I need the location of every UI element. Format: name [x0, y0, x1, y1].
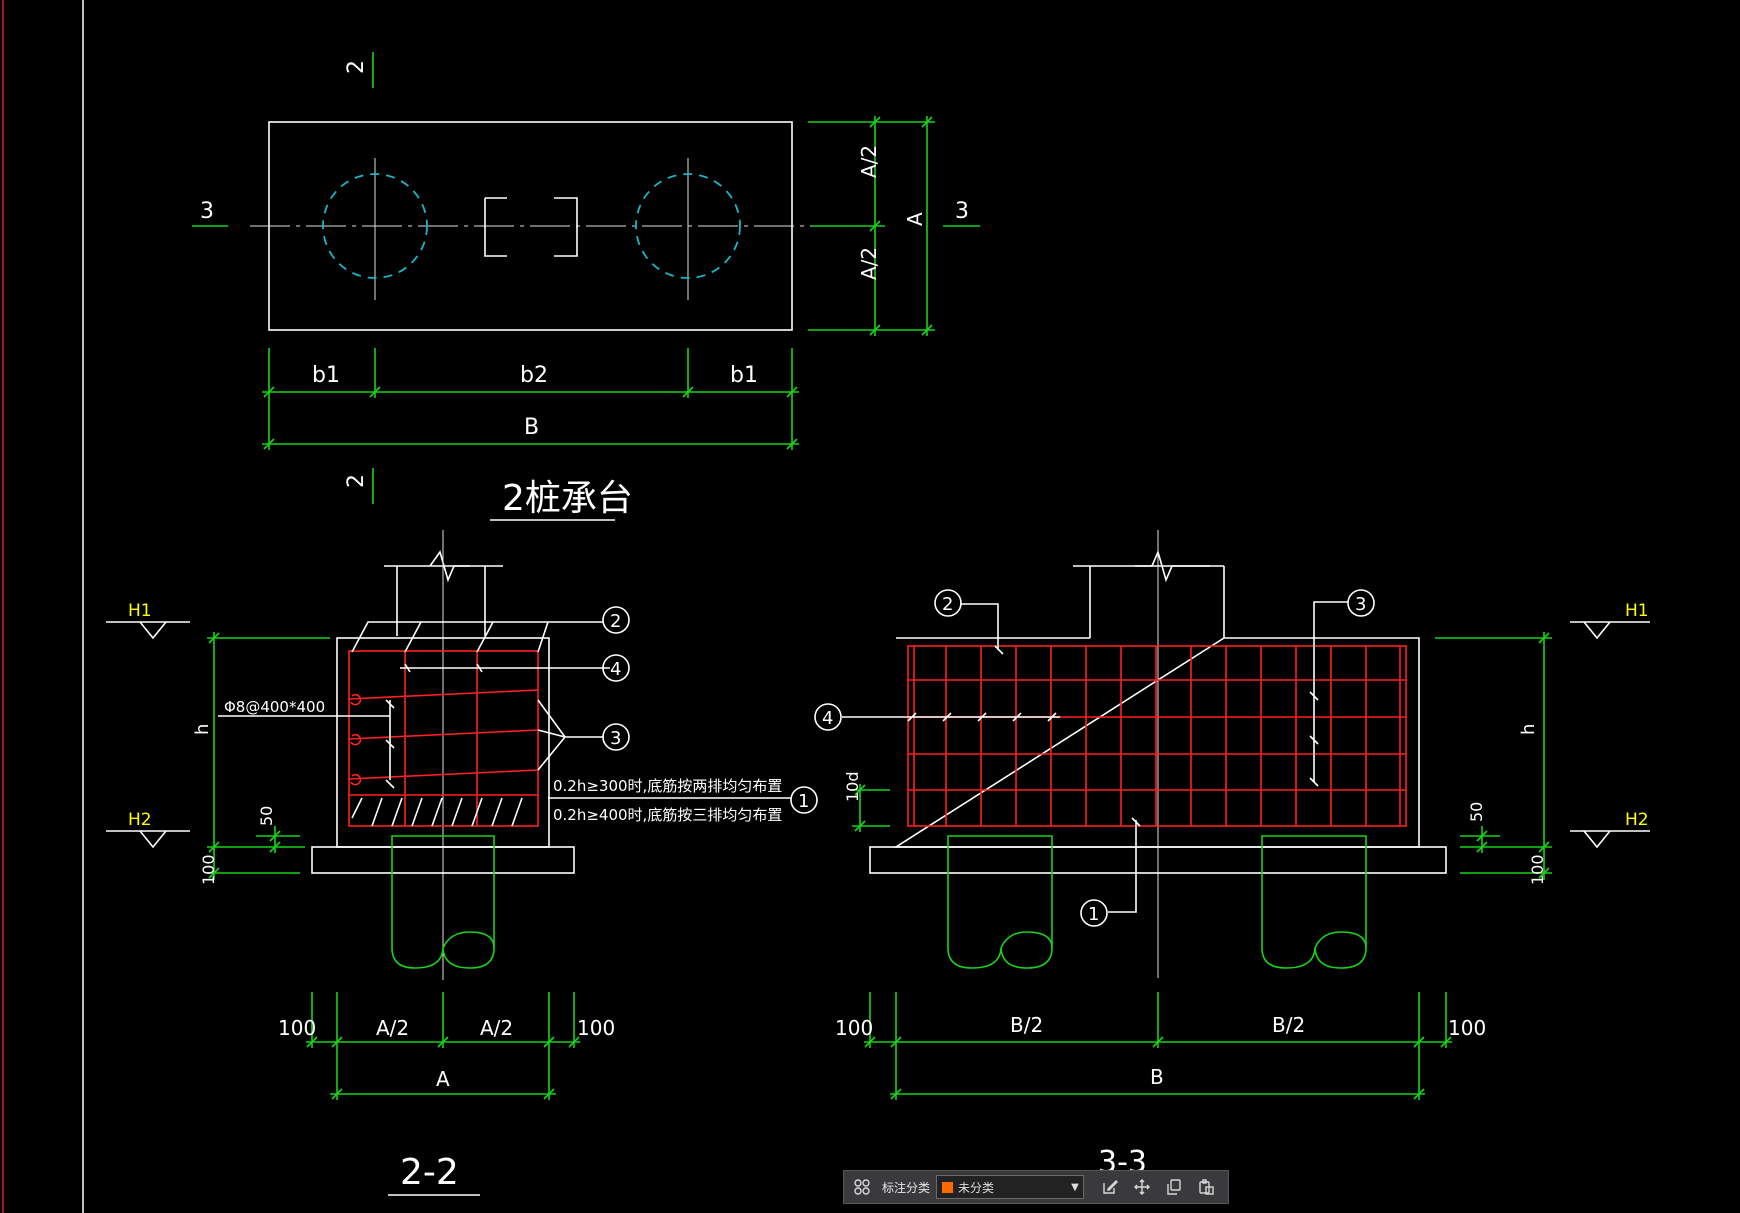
dim-A: A — [436, 1067, 450, 1091]
level-H2: H2 — [128, 810, 152, 830]
dim-A: A — [903, 212, 927, 226]
dim-h: h — [192, 724, 213, 735]
callout-4: 4 — [822, 708, 833, 729]
dim-b2: b2 — [520, 363, 548, 388]
dim-100-left: 100 — [199, 854, 218, 885]
dim-50: 50 — [1467, 802, 1486, 822]
dim-B-half-r: B/2 — [1272, 1013, 1305, 1037]
paste-icon[interactable] — [1194, 1175, 1218, 1199]
dim-B: B — [524, 415, 539, 440]
section-3-3: 2 3 4 1 H1 H2 h 50 100 10d — [814, 530, 1650, 1180]
category-color-swatch — [942, 1181, 954, 1193]
plan-view: 2 2 3 3 b1 b2 b1 B A/2 — [192, 52, 980, 521]
section-mark-3-right-label: 3 — [955, 199, 969, 224]
callout-3: 3 — [1355, 594, 1366, 615]
dim-100-bl: 100 — [835, 1016, 873, 1040]
column-outline — [484, 197, 578, 257]
chevron-down-icon: ▼ — [1071, 1181, 1079, 1193]
callout-2: 2 — [942, 594, 953, 615]
dim-10d: 10d — [843, 771, 862, 802]
dim-100-br: 100 — [1448, 1016, 1486, 1040]
grid-icon[interactable] — [850, 1175, 874, 1199]
cushion-outline — [311, 846, 575, 874]
section-2-2: 2 4 3 1 Φ8@400*400 0.2h≥300时,底筋按两排均匀布置 0… — [106, 530, 818, 1196]
note-2: 0.2h≥400时,底筋按三排均匀布置 — [553, 806, 782, 824]
callout-4: 4 — [610, 659, 621, 680]
callout-1: 1 — [1088, 904, 1099, 925]
plan-title: 2桩承台 — [502, 478, 633, 519]
move-icon[interactable] — [1130, 1175, 1154, 1199]
dim-h: h — [1518, 724, 1539, 735]
pile-circle-left — [322, 173, 428, 279]
dim-B: B — [1150, 1065, 1164, 1089]
dim-A-half-bottom: A/2 — [857, 247, 881, 280]
dim-A-half-l: A/2 — [376, 1016, 409, 1040]
dim-B-half-l: B/2 — [1010, 1013, 1043, 1037]
pile-right — [1261, 835, 1367, 969]
category-select-value: 未分类 — [958, 1180, 995, 1195]
cushion-outline — [869, 846, 1447, 874]
level-H2: H2 — [1625, 810, 1649, 830]
toolbar-label: 标注分类 — [882, 1180, 931, 1195]
note-1: 0.2h≥300时,底筋按两排均匀布置 — [553, 777, 782, 795]
callout-1: 1 — [798, 791, 809, 812]
copy-icon[interactable] — [1162, 1175, 1186, 1199]
section-mark-2-top-label: 2 — [344, 60, 369, 74]
callout-3: 3 — [610, 728, 621, 749]
callout-2: 2 — [610, 611, 621, 632]
category-select[interactable]: 未分类 ▼ — [936, 1175, 1085, 1199]
level-H1: H1 — [1625, 601, 1649, 621]
pile-left — [947, 835, 1053, 969]
dim-A-half-r: A/2 — [480, 1016, 513, 1040]
stirrup-note: Φ8@400*400 — [224, 698, 325, 716]
dim-b1-left: b1 — [312, 363, 340, 388]
dim-b1-right: b1 — [730, 363, 758, 388]
section-mark-3-left-label: 3 — [200, 199, 214, 224]
pile-circle-right — [635, 173, 741, 279]
dim-100-br: 100 — [577, 1016, 615, 1040]
section-mark-2-bottom-label: 2 — [344, 474, 369, 488]
section-2-2-title: 2-2 — [400, 1152, 459, 1193]
dim-100-right: 100 — [1528, 854, 1547, 885]
edit-icon[interactable] — [1098, 1175, 1122, 1199]
dim-100-bl: 100 — [278, 1016, 316, 1040]
annotation-toolbar: 标注分类 未分类 ▼ — [843, 1170, 1229, 1204]
dim-50: 50 — [257, 806, 276, 826]
dim-A-half-top: A/2 — [857, 145, 881, 178]
pile — [391, 835, 495, 969]
level-H1: H1 — [128, 601, 152, 621]
